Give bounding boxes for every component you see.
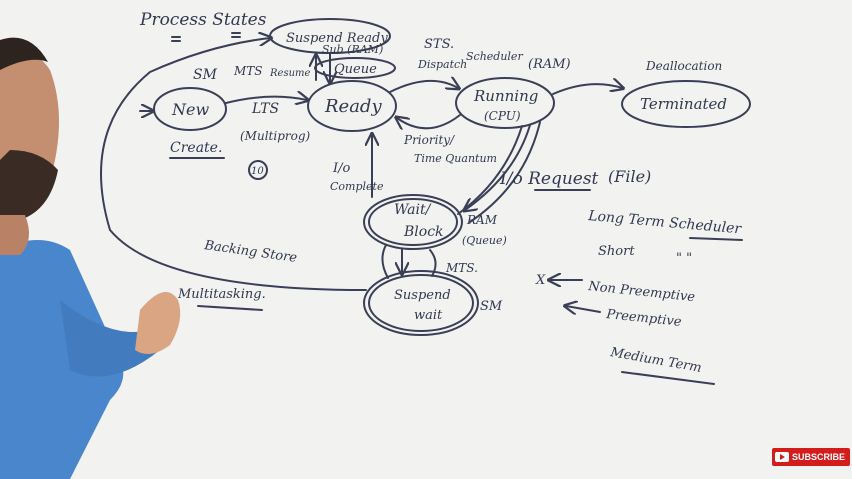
multitasking-underline xyxy=(197,305,263,311)
io-request-label: I/o Request xyxy=(499,169,599,189)
terminated-state-label: Terminated xyxy=(640,95,727,113)
ditto-marks: " " xyxy=(676,251,692,266)
ram-label-top: (RAM) xyxy=(528,57,571,72)
presenter xyxy=(0,37,181,479)
presenter-hand xyxy=(135,292,181,354)
play-icon xyxy=(775,452,789,462)
mts-label-bottom: MTS. xyxy=(445,261,478,275)
multitasking-label: Multitasking. xyxy=(177,287,266,302)
multiprog-label: (Multiprog) xyxy=(240,129,311,143)
file-label: (File) xyxy=(608,167,651,186)
cross-mark: X xyxy=(535,273,546,288)
new-state-label: New xyxy=(171,100,209,119)
suspend-ready-label: Suspend Ready xyxy=(286,31,388,46)
backing-store-label: Backing Store xyxy=(202,238,298,266)
wait-suspend-link xyxy=(381,244,437,279)
scheduler-underline xyxy=(689,237,743,241)
arrow-suspend-wait-to-suspend-ready xyxy=(100,38,367,291)
presenter-arm xyxy=(60,300,160,377)
time-quantum-label: Time Quantum xyxy=(414,152,497,165)
ten-label: 10 xyxy=(251,166,264,177)
sm-label-top: SM xyxy=(193,67,218,83)
non-preemptive-note: Non Preemptive xyxy=(587,279,696,305)
resume-label: Resume xyxy=(269,68,311,79)
arrow-running-to-wait xyxy=(465,124,531,210)
wait-label: Wait/ xyxy=(394,202,432,218)
title-underline-marks xyxy=(171,32,241,42)
presenter-hair xyxy=(0,37,48,70)
subscribe-button[interactable]: SUBSCRIBE xyxy=(772,448,851,466)
create-label: Create. xyxy=(170,140,222,156)
short-note: Short xyxy=(598,244,635,259)
scheduler-label: Scheduler xyxy=(466,50,523,63)
arrow-running-to-wait-strokes xyxy=(457,121,541,223)
priority-label: Priority/ xyxy=(403,133,456,147)
ready-state-ellipse xyxy=(307,80,397,132)
wait-block-inner-ellipse xyxy=(368,198,458,246)
dispatch-label: Dispatch xyxy=(417,58,467,71)
arrow-running-to-terminated xyxy=(552,84,622,95)
suspend-wait-inner-ellipse xyxy=(368,274,474,332)
running-state-ellipse xyxy=(455,77,555,129)
ram-queue-label-line2: (Queue) xyxy=(462,234,507,247)
presenter-beard xyxy=(0,150,58,220)
lts-label: LTS xyxy=(251,101,279,117)
arrow-ready-to-running xyxy=(389,81,458,93)
presenter-body xyxy=(0,240,124,479)
io-complete-label-line1: I/o xyxy=(332,161,351,176)
arrow-to-preemptive xyxy=(566,306,601,312)
suspend-wait-label-line1: Suspend xyxy=(394,288,451,303)
long-term-scheduler-note: Long Term Scheduler xyxy=(587,208,743,237)
sub-ram-label: Sub (RAM) xyxy=(322,43,383,56)
subscribe-label: SUBSCRIBE xyxy=(792,452,846,462)
block-label: Block xyxy=(403,224,444,240)
deallocation-label: Deallocation xyxy=(645,59,722,73)
mts-label-top: MTS xyxy=(233,64,263,78)
terminated-state-ellipse xyxy=(621,80,751,128)
arrow-new-to-ready xyxy=(225,97,307,103)
sm-label-bottom: SM xyxy=(480,299,503,314)
running-cpu-label: (CPU) xyxy=(484,109,521,123)
arrow-running-to-ready xyxy=(397,114,461,128)
presenter-neck xyxy=(0,215,29,255)
board-title: Process States xyxy=(139,10,267,30)
suspend-wait-label-line2: wait xyxy=(414,308,443,323)
sts-label: STS. xyxy=(424,37,454,52)
queue-ellipse xyxy=(314,57,396,79)
suspend-wait-ellipse xyxy=(363,270,479,336)
ten-circle xyxy=(248,160,268,180)
ram-queue-label-line1: RAM xyxy=(466,213,498,227)
wait-block-ellipse xyxy=(363,194,463,250)
ready-state-label: Ready xyxy=(324,96,382,117)
io-complete-label-line2: Complete xyxy=(330,180,384,193)
running-state-label: Running xyxy=(473,87,538,105)
medium-term-underline xyxy=(621,371,715,385)
queue-label: Queue xyxy=(334,62,377,77)
preemptive-note: Preemptive xyxy=(605,307,683,330)
